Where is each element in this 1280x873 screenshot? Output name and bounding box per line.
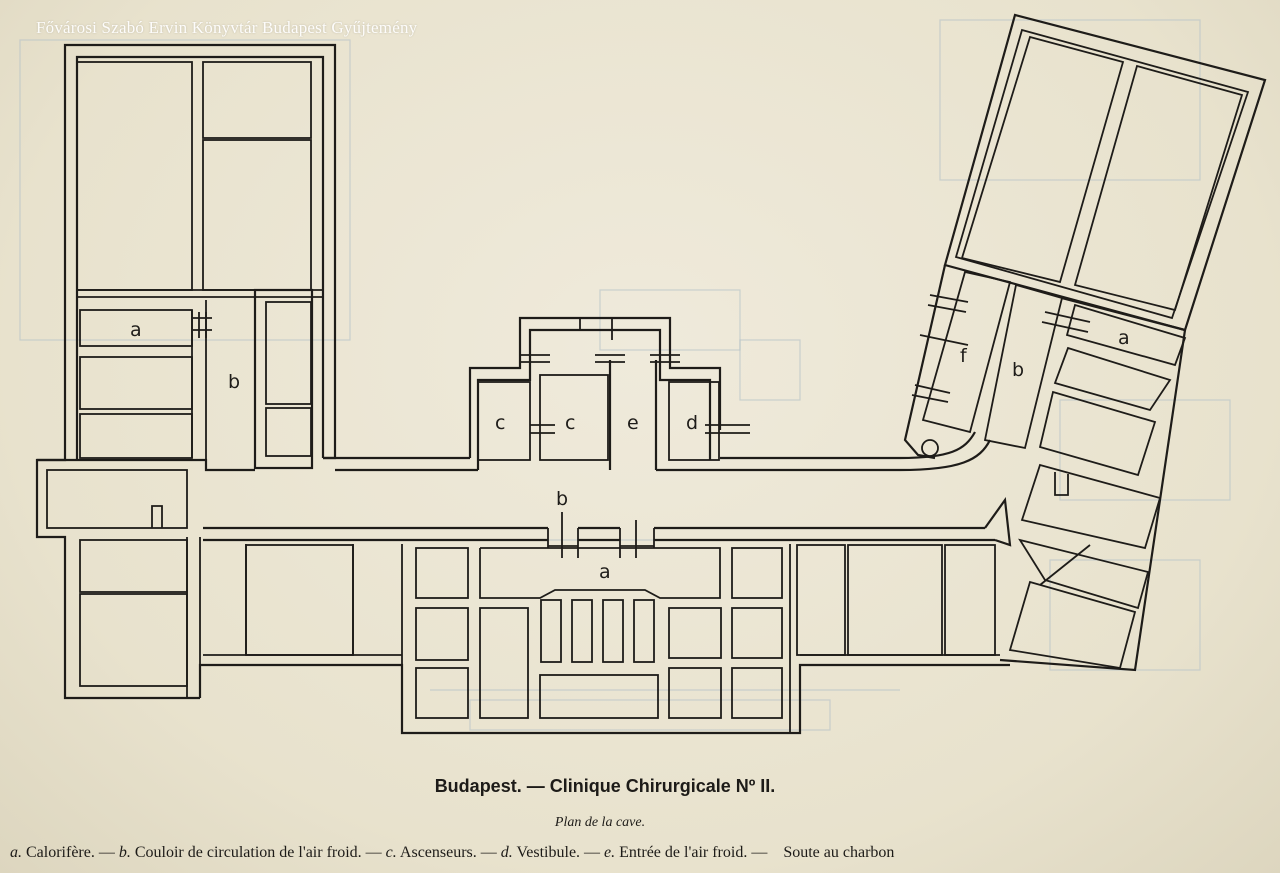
label-b-center: b — [556, 488, 568, 510]
label-b-right: b — [1012, 359, 1024, 381]
legend-key: c. — [385, 844, 397, 861]
label-e: e — [627, 412, 639, 434]
library-watermark: Fővárosi Szabó Ervin Könyvtár Budapest G… — [36, 18, 418, 37]
legend-text: Calorifère. — — [26, 844, 115, 861]
plan-title: Budapest. — Clinique Chirurgicale Nº II. — [434, 776, 776, 796]
label-a-center: a — [599, 561, 611, 583]
room-labels: a b c c e d b a f b a — [130, 319, 1130, 583]
legend-key: d. — [500, 844, 513, 861]
label-d: d — [686, 412, 698, 434]
bleed-through-lines — [19, 19, 1231, 731]
legend-item: Soute au charbon — [771, 844, 894, 861]
legend-item: b. Couloir de circulation de l'air froid… — [119, 844, 382, 861]
legend-item: e. Entrée de l'air froid. — — [604, 844, 767, 861]
center-upper-block — [468, 316, 900, 472]
legend: a. Calorifère. — b. Couloir de circulati… — [10, 844, 894, 862]
legend-item: a. Calorifère. — — [10, 844, 115, 861]
legend-text: Entrée de l'air froid. — — [619, 844, 768, 861]
legend-text: Couloir de circulation de l'air froid. — — [134, 844, 382, 861]
label-f: f — [960, 345, 968, 367]
legend-text: Vestibule. — — [516, 844, 601, 861]
plan-subtitle: Plan de la cave. — [554, 815, 646, 830]
legend-key: a. — [10, 844, 22, 861]
legend-item: d. Vestibule. — — [501, 844, 600, 861]
center-lower-block — [198, 544, 1010, 735]
legend-key: b. — [118, 844, 131, 861]
label-c2: c — [565, 412, 575, 434]
legend-key: e. — [604, 844, 616, 861]
legend-text: Soute au charbon — [783, 844, 895, 861]
label-b-left: b — [228, 371, 240, 393]
right-wing — [899, 13, 1267, 672]
left-wing — [35, 43, 337, 700]
legend-text: Ascenseurs. — — [399, 844, 497, 861]
legend-item: c. Ascenseurs. — — [386, 844, 497, 861]
label-a-right: a — [1118, 327, 1130, 349]
main-corridor — [203, 456, 995, 558]
label-c1: c — [495, 412, 505, 434]
label-a-left: a — [130, 319, 142, 341]
